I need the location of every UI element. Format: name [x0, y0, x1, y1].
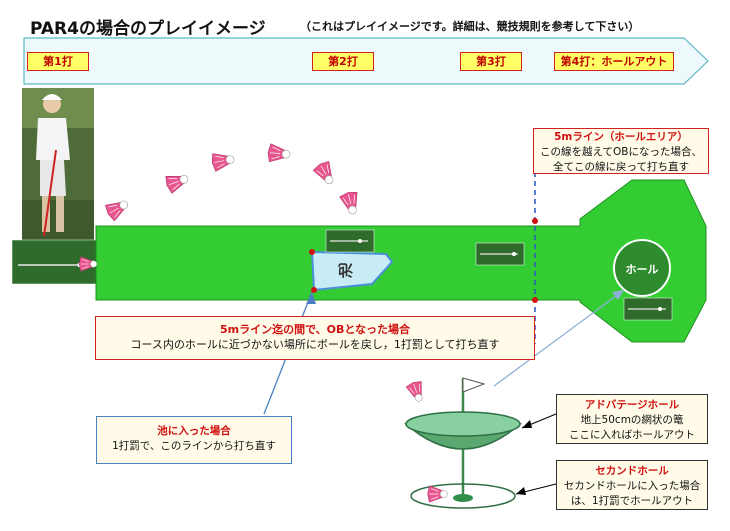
flight-shuttle-5 — [311, 159, 340, 189]
flight-shuttle-2 — [163, 169, 192, 195]
pond-text-1: 1打罰で、このラインから打ち直す — [112, 440, 276, 452]
ob-heading: 5mライン迄の間で、OBとなった場合 — [219, 323, 411, 336]
second-hole-heading: セカンドホール — [595, 465, 669, 477]
hole-circle — [613, 239, 671, 297]
fourth-shot-mat — [623, 297, 673, 321]
stroke-label-1: 第1打 — [27, 52, 89, 71]
page-title: PAR4の場合のプレイイメージ — [30, 19, 266, 39]
pond-heading: 池に入った場合 — [157, 425, 231, 437]
fairway — [95, 179, 707, 343]
five-meter-line-heading: 5mライン（ホールエリア） — [554, 131, 688, 143]
second-hole-text-2: は、1打罰でホールアウト — [570, 495, 694, 507]
flight-shuttle-4 — [266, 143, 292, 164]
advantage-hole-heading: アドバテージホール — [584, 399, 680, 411]
stroke-label-2: 第2打 — [312, 52, 374, 71]
advantage-hole-note: アドバテージホール 地上50cmの網状の篭 ここに入ればホールアウト — [556, 394, 708, 444]
pond-label: 池 — [338, 261, 354, 279]
third-shot-mat — [475, 242, 525, 266]
flight-shuttle-6 — [338, 189, 363, 217]
pond-note: 池に入った場合 1打罰で、このラインから打ち直す — [96, 416, 292, 464]
second-hole-shuttle — [427, 485, 448, 503]
basket-shuttle — [405, 379, 428, 405]
golfer-photo — [22, 88, 94, 240]
advantage-hole-text-1: 地上50cmの網状の篭 — [580, 414, 684, 426]
stroke-label-3: 第3打 — [460, 52, 522, 71]
flight-shuttle-1 — [103, 194, 133, 223]
second-hole-text-1: セカンドホールに入った場合 — [563, 480, 701, 492]
pond — [310, 250, 394, 292]
flight-shuttle-3 — [210, 149, 236, 172]
ob-text-1: コース内のホールに近づかない場所にボールを戻し，1打罰として打ち直す — [130, 338, 500, 351]
five-meter-line-text-2: 全てこの線に戻って打ち直す — [553, 161, 689, 173]
advantage-hole-text-2: ここに入ればホールアウト — [569, 429, 695, 441]
advantage-basket — [404, 377, 522, 509]
second-shot-mat — [325, 229, 375, 253]
five-meter-line-text-1: この線を越えてOBになった場合、 — [540, 146, 702, 158]
five-meter-line-note: 5mライン（ホールエリア） この線を越えてOBになった場合、 全てこの線に戻って… — [533, 128, 709, 174]
stroke-label-4: 第4打：ホールアウト — [554, 52, 674, 71]
page-subtitle: （これはプレイイメージです。詳細は、競技規則を参考して下さい） — [300, 20, 640, 33]
ob-note: 5mライン迄の間で、OBとなった場合 コース内のホールに近づかない場所にボールを… — [95, 316, 535, 360]
hole-label: ホール — [625, 263, 659, 276]
second-hole-note: セカンドホール セカンドホールに入った場合 は、1打罰でホールアウト — [556, 460, 708, 510]
